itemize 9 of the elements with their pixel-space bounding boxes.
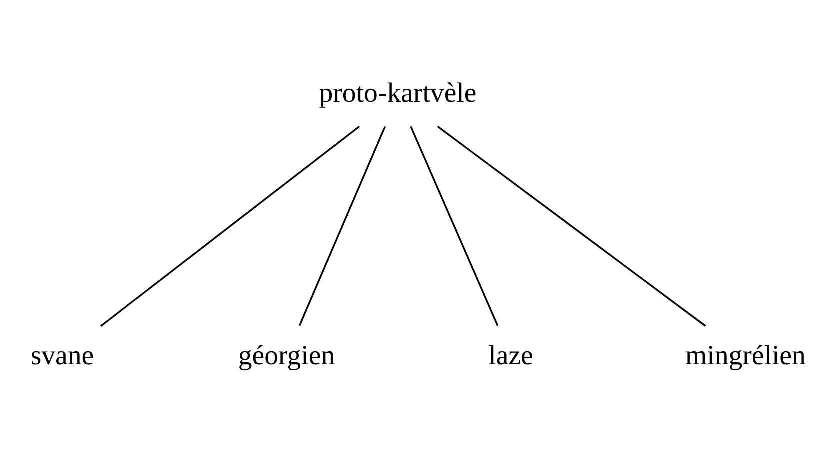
- connector: [100, 126, 360, 326]
- node-text: svane: [30, 340, 94, 371]
- node-text: laze: [488, 340, 534, 371]
- node-text: mingrélien: [685, 340, 806, 371]
- node-text: proto-kartvèle: [319, 77, 477, 108]
- connector: [298, 126, 386, 326]
- connector: [410, 126, 499, 326]
- connector: [437, 126, 706, 326]
- node-text: géorgien: [238, 340, 336, 371]
